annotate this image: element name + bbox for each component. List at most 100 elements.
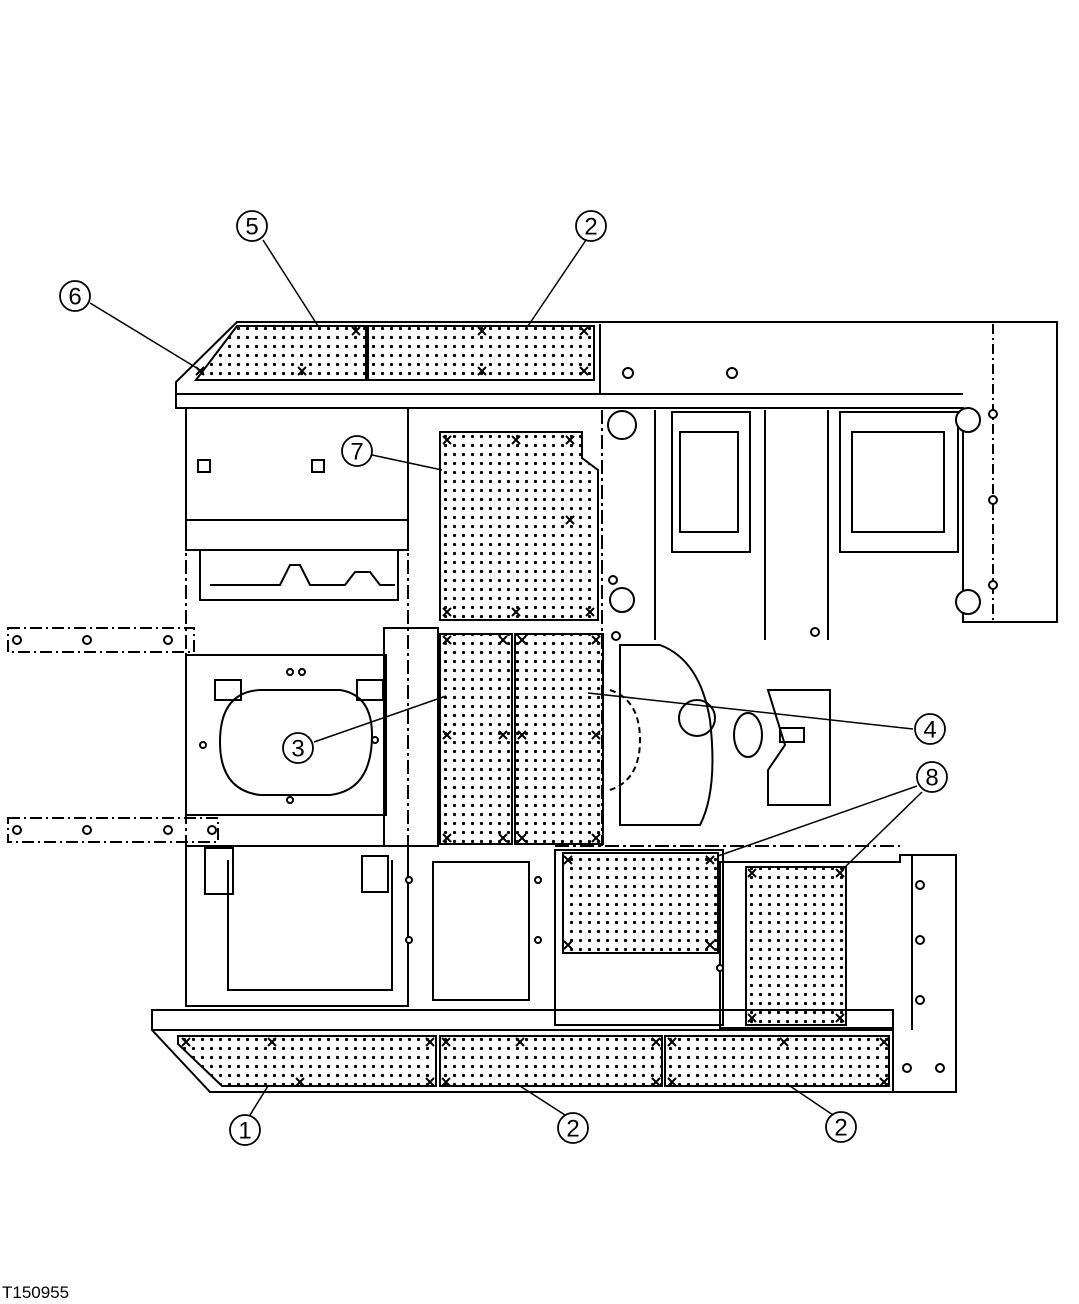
bolt-hole — [716, 964, 724, 972]
fastener-mark — [351, 326, 361, 336]
carriage-ring — [218, 689, 374, 796]
callout-label-6: 6 — [68, 284, 81, 311]
fastener-mark — [442, 730, 452, 740]
fastener-mark — [297, 366, 307, 376]
fastener-mark — [747, 1013, 757, 1023]
bolt-holes — [12, 367, 998, 1073]
fastener-mark — [295, 1077, 305, 1087]
fastener-mark — [565, 435, 575, 445]
bolt-hole — [988, 495, 998, 505]
fastener-mark — [579, 366, 589, 376]
left-upper-box — [185, 407, 409, 521]
callout-circle-2-bottom-a — [557, 1112, 589, 1144]
fastener-mark — [591, 635, 601, 645]
grating-panel-2-bottom-a — [439, 1035, 663, 1087]
callout-label-2-top: 2 — [584, 214, 597, 241]
right-box-b — [839, 411, 959, 553]
carriage-clamp-left — [214, 679, 242, 701]
swing-small-plate — [779, 727, 805, 743]
panel-fasteners — [181, 326, 889, 1087]
right-box-a-inner — [679, 431, 739, 533]
left-mid-box — [199, 550, 399, 601]
grating-panel-1 — [177, 1035, 437, 1087]
fastener-mark — [879, 1037, 889, 1047]
bolt-hole — [622, 367, 634, 379]
fastener-mark — [442, 435, 452, 445]
fastener-mark — [511, 435, 521, 445]
fastener-mark — [667, 1077, 677, 1087]
center-plate — [383, 627, 439, 847]
callout-label-3: 3 — [291, 736, 304, 763]
grating-panel-4 — [514, 633, 604, 845]
callout-circle-2-top — [575, 210, 607, 242]
right-box-b-inner — [851, 431, 945, 533]
bolt-hole — [12, 825, 22, 835]
bolt-hole — [988, 409, 998, 419]
leader-2-bottom-b — [789, 1085, 834, 1116]
left-mid-profile — [210, 564, 395, 586]
bolt-hole — [534, 876, 542, 884]
bolt-hole — [405, 876, 413, 884]
fastener-mark — [517, 635, 527, 645]
bolt-hole — [915, 880, 925, 890]
upper-arm — [7, 627, 195, 653]
callout-circle-8 — [916, 761, 948, 793]
fastener-mark — [498, 730, 508, 740]
callout-label-4: 4 — [923, 717, 936, 744]
fastener-mark — [517, 730, 527, 740]
swing-right-bracket — [766, 689, 831, 806]
grating-panel-8-right — [745, 866, 847, 1026]
fastener-mark — [563, 855, 573, 865]
callout-circle-2-bottom-b — [825, 1111, 857, 1143]
callout-circle-4 — [914, 713, 946, 745]
fastener-mark — [705, 855, 715, 865]
grating-panel-6 — [193, 325, 367, 381]
fastener-mark — [651, 1037, 661, 1047]
bolt-hole — [371, 736, 379, 744]
callout-circle-1 — [229, 1114, 261, 1146]
callout-circle-5 — [236, 210, 268, 242]
bolt-hole — [286, 796, 294, 804]
callout-label-2-bottom-a: 2 — [566, 1116, 579, 1143]
callout-label-5: 5 — [245, 214, 258, 241]
fastener-mark — [267, 1037, 277, 1047]
figure-id: T150955 — [2, 1283, 70, 1302]
grating-panel-8-left — [562, 852, 719, 954]
bolt-hole — [82, 825, 92, 835]
bolt-hole — [199, 741, 207, 749]
fastener-mark — [705, 940, 715, 950]
upper-deck-outline — [175, 321, 1058, 623]
lower-middle-box — [432, 861, 530, 1001]
fastener-mark — [747, 868, 757, 878]
fastener-mark — [563, 940, 573, 950]
bolt-hole — [608, 575, 618, 585]
bolt-hole — [207, 825, 217, 835]
bolt-hole — [988, 580, 998, 590]
bolt-hole — [935, 1063, 945, 1073]
leader-5 — [262, 239, 319, 327]
bolt-hole — [955, 589, 981, 615]
callout-label-8: 8 — [925, 765, 938, 792]
bolt-hole — [609, 587, 635, 613]
bolt-hole — [286, 668, 294, 676]
fastener-mark — [515, 1037, 525, 1047]
left-upper-slot-a — [197, 459, 211, 473]
fastener-mark — [477, 326, 487, 336]
leader-2-top — [527, 239, 587, 327]
fastener-mark — [477, 366, 487, 376]
fastener-mark — [517, 833, 527, 843]
lower-right-deck-outline — [719, 854, 957, 1093]
swing-oval-port — [733, 712, 763, 758]
lower-right-clamp — [361, 855, 389, 893]
lower-center-box — [554, 849, 724, 1026]
fastener-mark — [835, 1013, 845, 1023]
leader-7 — [371, 454, 443, 471]
carriage-clamp-right — [356, 679, 384, 701]
fastener-mark — [579, 326, 589, 336]
fastener-mark — [565, 515, 575, 525]
swing-ring-arc — [609, 689, 642, 791]
fastener-mark — [181, 1037, 191, 1047]
bolt-hole — [955, 407, 981, 433]
lower-left-inner — [227, 860, 393, 991]
